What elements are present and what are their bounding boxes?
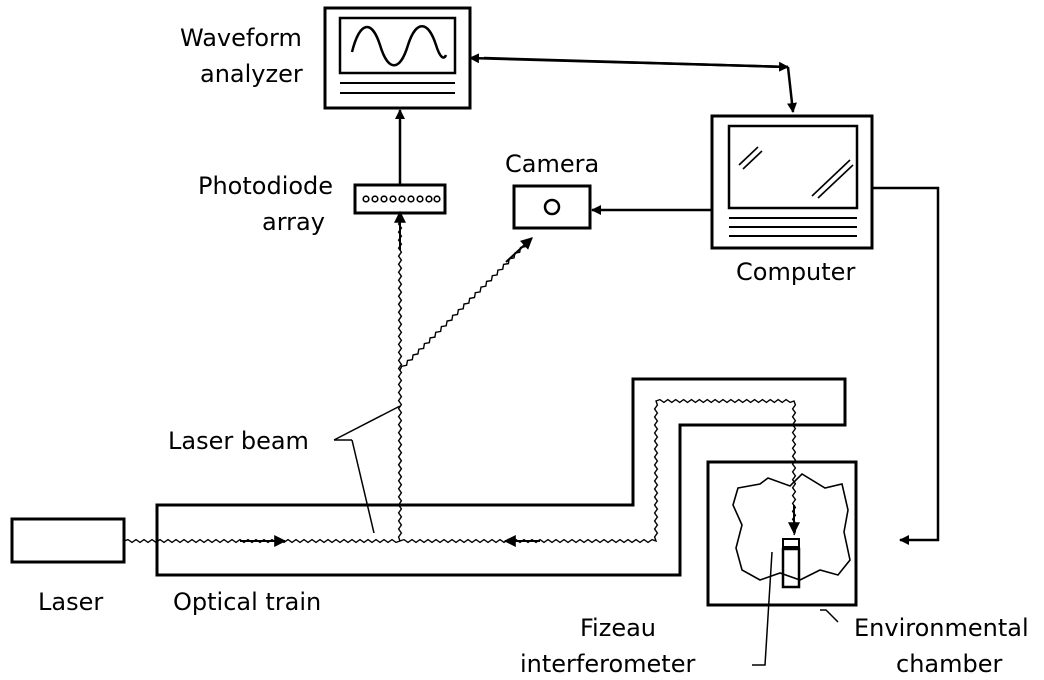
fizeau-leader — [752, 551, 773, 666]
signal-connections — [395, 53, 940, 545]
computer-label: Computer — [736, 258, 855, 286]
laser-label: Laser — [38, 588, 103, 616]
laser-beam-label: Laser beam — [168, 427, 309, 455]
laser-box-icon — [10, 517, 126, 564]
laser-beam-to-photodiode — [397, 211, 403, 542]
fizeau-label-line1: Fizeau — [580, 614, 656, 642]
photodiode-array-label-line1: Photodiode — [198, 172, 333, 200]
camera-icon — [543, 198, 561, 216]
computer-chamber-link — [872, 186, 940, 545]
camera-label: Camera — [505, 150, 599, 178]
waveform-analyzer — [323, 6, 472, 110]
laser-beam-return — [399, 398, 797, 544]
optical-train — [155, 377, 847, 577]
environmental-chamber — [706, 460, 858, 607]
sine-wave-icon — [350, 25, 448, 67]
optical-train-label: Optical train — [173, 588, 321, 616]
environmental-chamber-label-line2: chamber — [896, 650, 1002, 678]
computer-monitor-icon — [727, 124, 859, 210]
laser-beam-to-camera — [399, 239, 531, 371]
camera — [512, 184, 592, 230]
chamber-leader — [820, 609, 839, 623]
photodiode-array-label-line2: array — [262, 208, 325, 236]
photodiode-array-icon — [362, 195, 441, 203]
fizeau-label-line2: interferometer — [520, 650, 695, 678]
computer — [710, 114, 874, 250]
photodiode-array — [353, 183, 447, 215]
waveform-analyzer-label-line1: Waveform — [180, 24, 302, 52]
laser-beam — [123, 210, 800, 547]
environmental-chamber-label-line1: Environmental — [854, 614, 1029, 642]
waveform-analyzer-label-line2: analyzer — [200, 60, 303, 88]
laser-beam-pointers — [333, 405, 401, 534]
fizeau-interferometer — [781, 538, 801, 589]
